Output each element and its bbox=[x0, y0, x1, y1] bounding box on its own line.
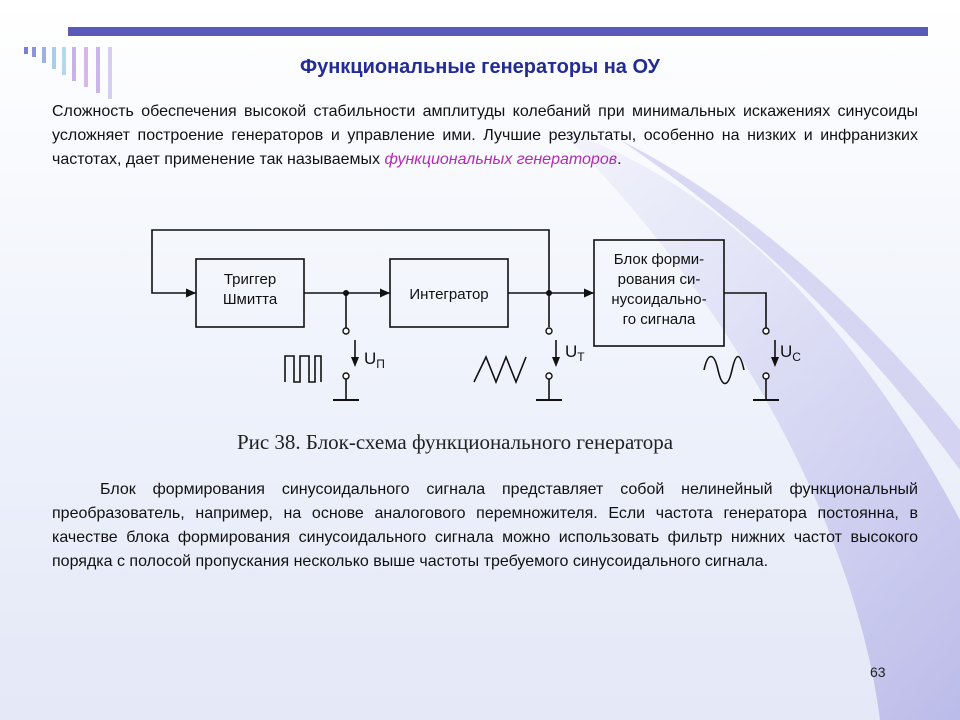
terminal-uc-bottom bbox=[762, 372, 770, 380]
terminal-up-bottom bbox=[342, 372, 350, 380]
ut-label: UТ bbox=[565, 342, 585, 364]
intro-end: . bbox=[617, 151, 622, 168]
slide-title: Функциональные генераторы на ОУ bbox=[300, 56, 660, 78]
intro-paragraph: Сложность обеспечения высокой стабильнос… bbox=[52, 100, 918, 172]
shaper-label-line4: го сигнала bbox=[623, 311, 696, 328]
shaper-label-line2: рования си- bbox=[618, 271, 701, 288]
arrow-into-integrator bbox=[380, 288, 390, 298]
uc-label: UС bbox=[780, 342, 801, 364]
arrow-uc-measure bbox=[771, 357, 779, 367]
up-label: UП bbox=[364, 349, 385, 371]
schmitt-label-line1: Триггер bbox=[224, 271, 276, 288]
junction-dot bbox=[546, 290, 552, 296]
junction-dot bbox=[343, 290, 349, 296]
arrow-up-measure bbox=[351, 357, 359, 367]
square-wave-icon bbox=[284, 355, 322, 383]
integrator-label: Интегратор bbox=[409, 286, 488, 303]
terminal-ut-top bbox=[545, 327, 553, 335]
terminal-ut-bottom bbox=[545, 372, 553, 380]
top-accent-bar bbox=[68, 27, 928, 36]
decorative-bars bbox=[24, 47, 112, 99]
wire-shaper-output bbox=[724, 292, 767, 328]
page-number: 63 bbox=[870, 664, 886, 680]
arrow-into-shaper bbox=[584, 288, 594, 298]
shaper-label-line3: нусоидально- bbox=[611, 291, 706, 308]
body-text: Блок формирования синусоидального сигнал… bbox=[52, 481, 918, 570]
intro-highlight: функциональных генераторов bbox=[384, 151, 618, 168]
schmitt-label-line2: Шмитта bbox=[223, 291, 278, 308]
body-paragraph: Блок формирования синусоидального сигнал… bbox=[52, 478, 918, 574]
shaper-label-line1: Блок форми- bbox=[614, 251, 704, 268]
figure-caption: Рис 38. Блок-схема функционального генер… bbox=[236, 430, 674, 454]
arrow-ut-measure bbox=[552, 357, 560, 367]
triangle-wave-icon bbox=[473, 354, 527, 385]
intro-text: Сложность обеспечения высокой стабильнос… bbox=[52, 103, 918, 168]
terminal-uc-top bbox=[762, 327, 770, 335]
feedback-line bbox=[151, 229, 550, 327]
arrow-into-schmitt bbox=[186, 288, 196, 298]
sine-wave-icon bbox=[703, 355, 745, 385]
terminal-up-top bbox=[342, 327, 350, 335]
